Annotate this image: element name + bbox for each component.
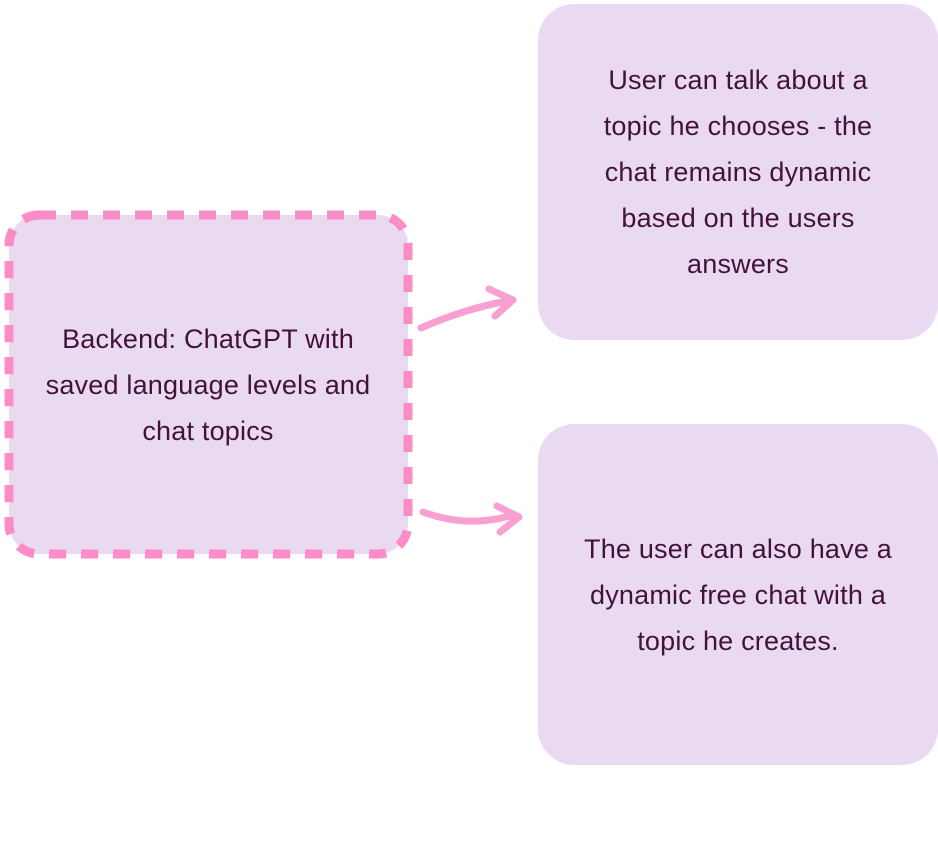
topic-chat-box-line: answers	[687, 249, 789, 279]
free-chat-box-label: The user can also have a dynamic free ch…	[584, 526, 892, 664]
topic-chat-box-line: chat remains dynamic	[604, 157, 872, 187]
free-chat-box-shape[interactable]	[538, 424, 938, 765]
backend-box-line: Backend: ChatGPT with	[62, 323, 354, 354]
free-chat-box-line: topic he creates.	[637, 625, 839, 656]
curved-arrow-top-icon[interactable]	[417, 285, 517, 332]
topic-chat-box-line: User can talk about a	[608, 65, 868, 95]
backend-box-label: Backend: ChatGPT with saved language lev…	[46, 316, 371, 454]
topic-chat-box-shape[interactable]	[538, 4, 938, 340]
topic-chat-box[interactable]: User can talk about a topic he chooses -…	[538, 4, 938, 340]
free-chat-box[interactable]: The user can also have a dynamic free ch…	[538, 424, 938, 765]
backend-box[interactable]: Backend: ChatGPT with saved language lev…	[8, 214, 408, 555]
free-chat-box-line: dynamic free chat with a	[590, 579, 886, 610]
topic-chat-box-line: topic he chooses - the	[603, 111, 873, 141]
backend-box-line: saved language levels and	[45, 369, 371, 400]
topic-chat-box-label: User can talk about a topic he chooses -…	[604, 57, 873, 287]
topic-chat-box-line: based on the users	[621, 203, 855, 233]
free-chat-box-line: The user can also have a	[584, 533, 892, 564]
backend-box-line: chat topics	[142, 415, 274, 446]
curved-arrow-bottom-icon[interactable]	[419, 502, 523, 536]
backend-box-border	[4, 210, 413, 559]
